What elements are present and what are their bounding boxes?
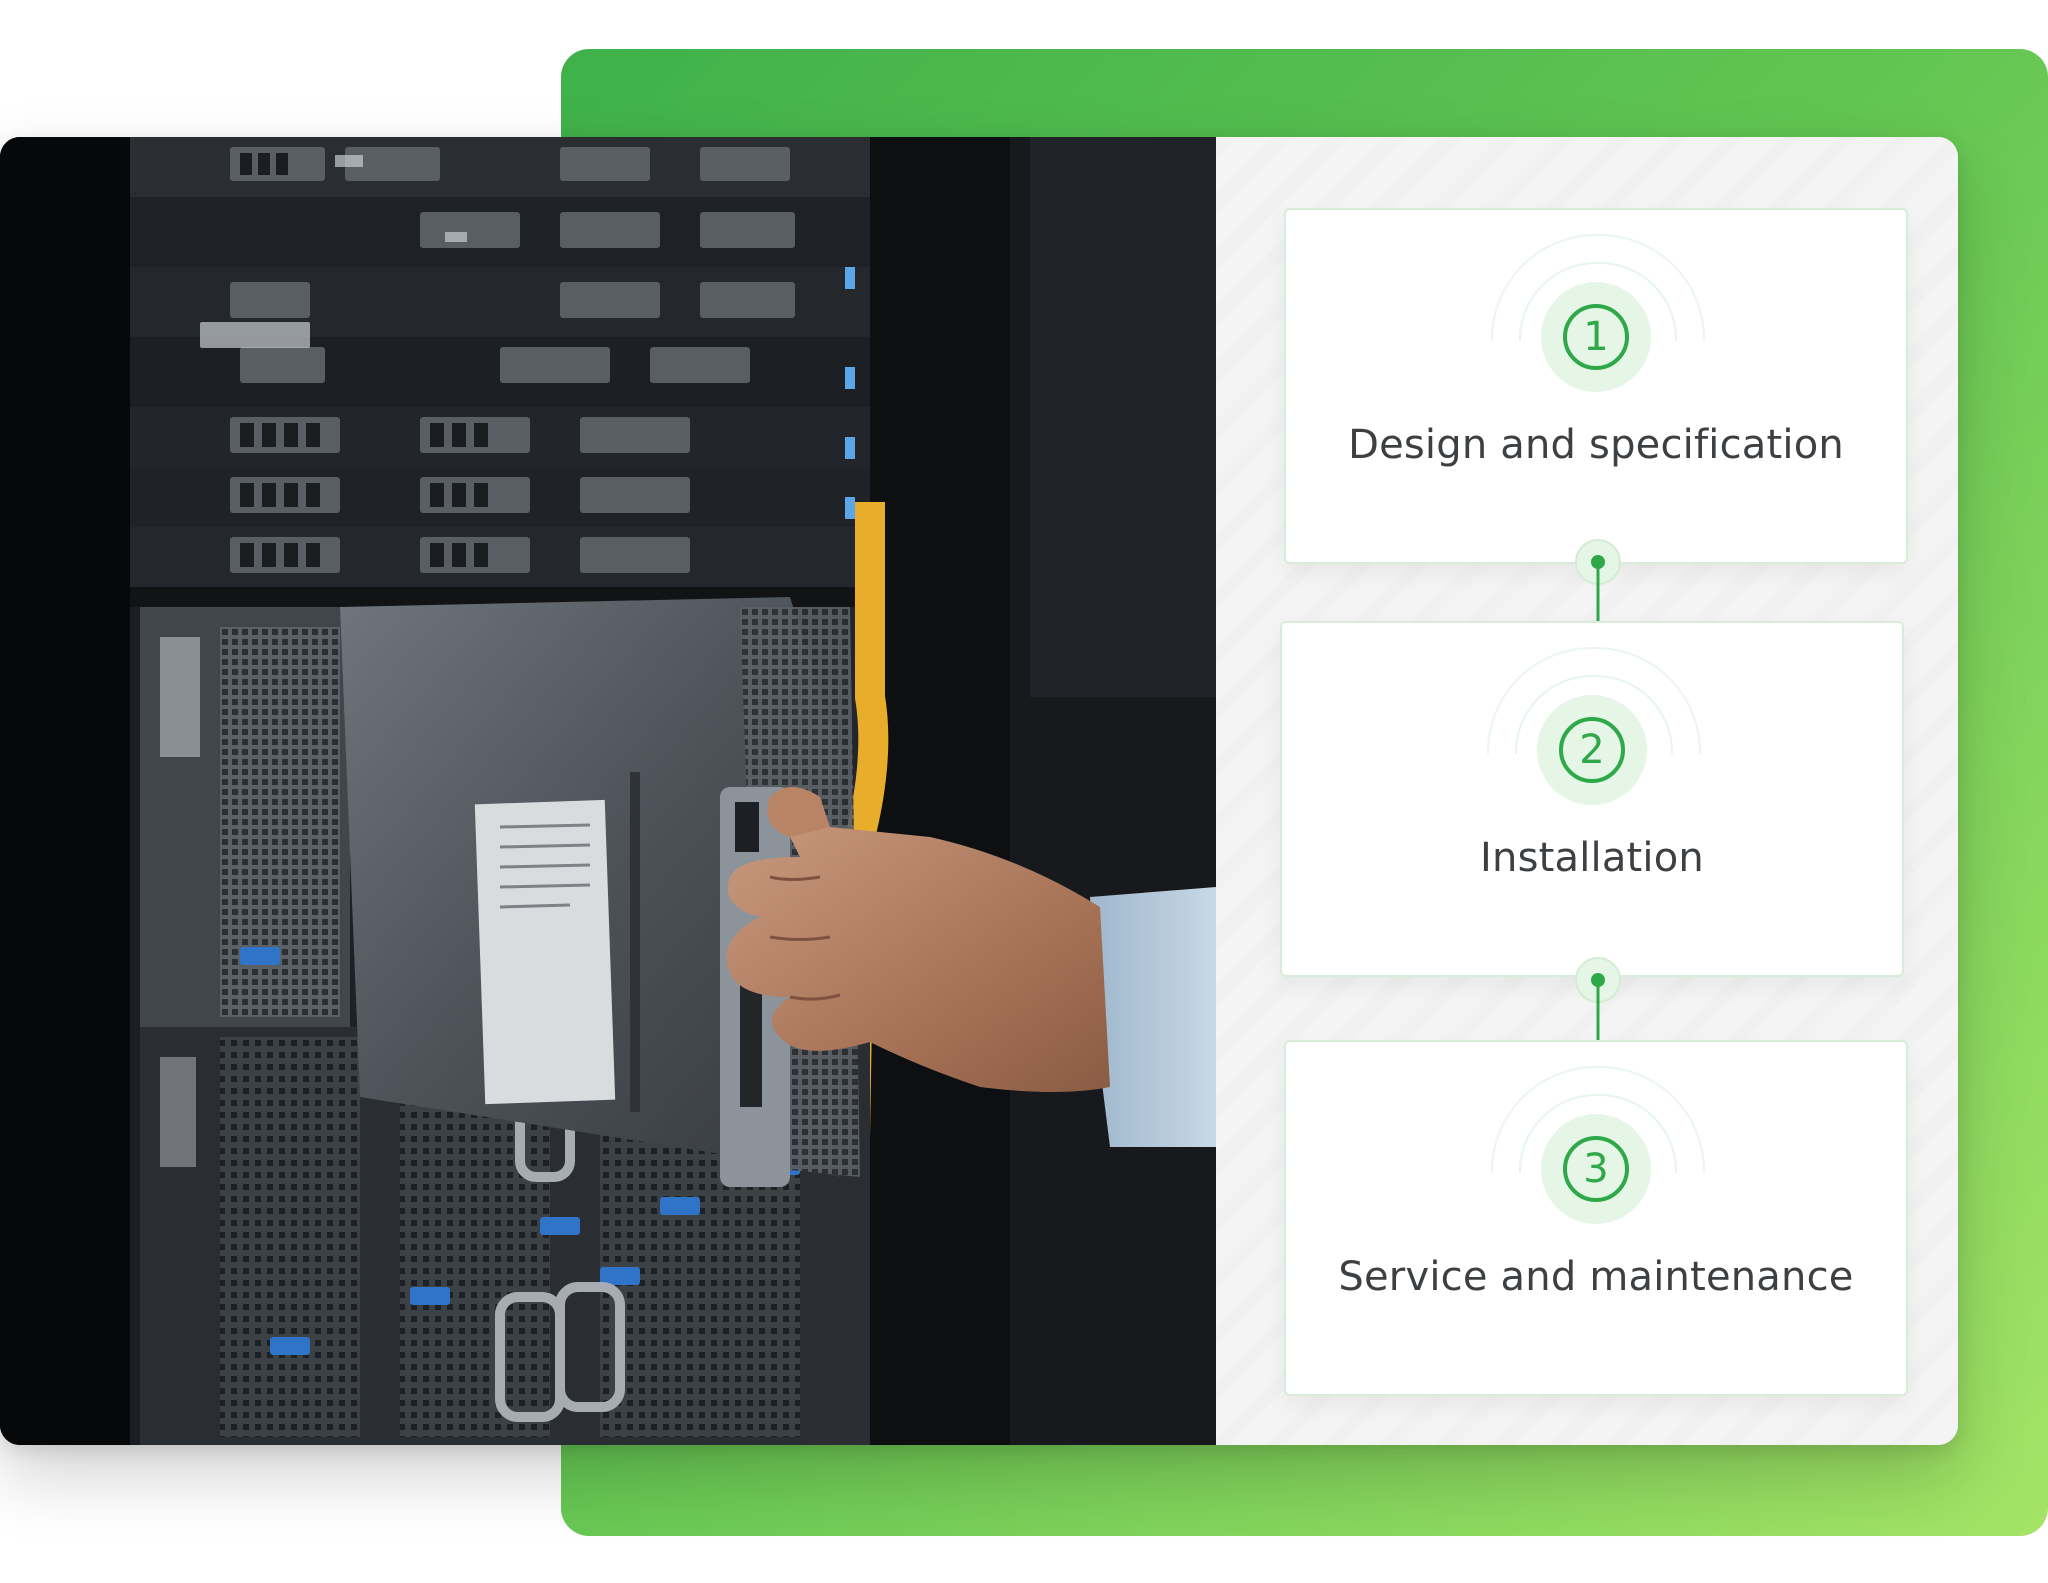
hand <box>726 787 1110 1092</box>
steps-panel: 1 Design and specification 2 Installatio… <box>1216 137 1958 1445</box>
server-rack-illustration <box>0 137 1216 1445</box>
step-badge: 1 <box>1541 282 1651 392</box>
step-card-2: 2 Installation <box>1280 621 1904 977</box>
step-label-1: Design and specification <box>1348 422 1844 468</box>
step-badge: 3 <box>1541 1114 1651 1224</box>
feature-card: 1 Design and specification 2 Installatio… <box>0 137 1958 1445</box>
step-number-3: 3 <box>1563 1136 1629 1202</box>
step-label-2: Installation <box>1480 835 1704 881</box>
step-number-2: 2 <box>1559 717 1625 783</box>
server-rack-photo <box>0 137 1216 1445</box>
step-badge: 2 <box>1537 695 1647 805</box>
step-card-3: 3 Service and maintenance <box>1284 1040 1908 1396</box>
step-number-1: 1 <box>1563 304 1629 370</box>
step-label-3: Service and maintenance <box>1338 1254 1854 1300</box>
arrow-down-connector-icon <box>1575 539 1621 650</box>
shirt-sleeve <box>1090 887 1216 1147</box>
step-card-1: 1 Design and specification <box>1284 208 1908 564</box>
